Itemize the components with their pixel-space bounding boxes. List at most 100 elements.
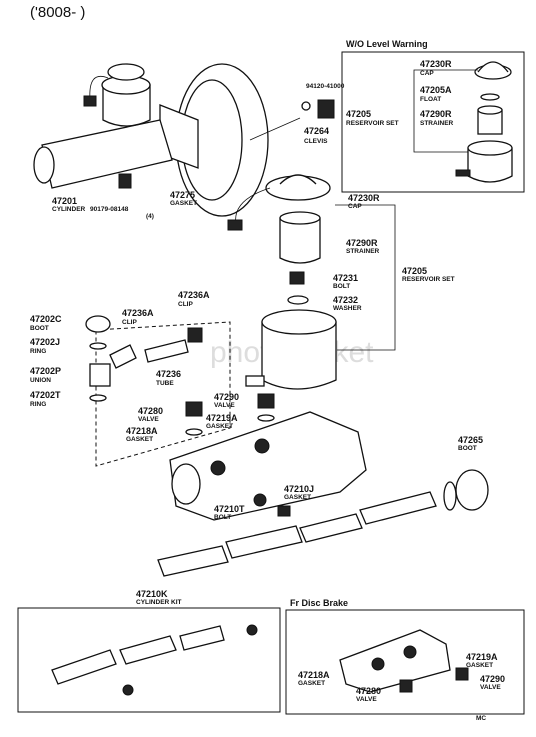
clevis-nut — [301, 101, 311, 111]
union-part — [89, 363, 111, 387]
svg-text:RESERVOIR SET: RESERVOIR SET — [402, 276, 455, 283]
svg-text:RING: RING — [30, 348, 46, 355]
svg-text:47290: 47290 — [480, 674, 505, 684]
svg-text:CAP: CAP — [348, 203, 362, 210]
svg-text:47231: 47231 — [333, 273, 358, 283]
disc-brake-box: Fr Disc Brake 47219A GASKET 47290 VALVE … — [285, 598, 525, 722]
svg-text:47205: 47205 — [346, 109, 371, 119]
svg-text:CYLINDER KIT: CYLINDER KIT — [136, 599, 182, 606]
reservoir-set: 47230R CAP 47290R STRAINER 47231 BOLT 47… — [227, 174, 455, 390]
svg-text:BOLT: BOLT — [214, 514, 231, 521]
cylinder-housing — [169, 411, 367, 521]
svg-text:VALVE: VALVE — [356, 696, 377, 703]
svg-text:47202P: 47202P — [30, 366, 61, 376]
svg-text:47290R: 47290R — [420, 109, 452, 119]
svg-text:47218A: 47218A — [126, 426, 158, 436]
svg-text:47218A: 47218A — [298, 670, 330, 680]
svg-text:47275: 47275 — [170, 190, 195, 200]
svg-text:WASHER: WASHER — [333, 305, 362, 312]
svg-text:UNION: UNION — [30, 377, 51, 384]
svg-text:47265: 47265 — [458, 435, 483, 445]
svg-text:GASKET: GASKET — [170, 200, 197, 207]
boot2-part — [455, 469, 489, 511]
level-warning-inset: W/O Level Warning 47230R CAP 47205A FLOA… — [341, 39, 525, 193]
svg-text:CLIP: CLIP — [178, 301, 193, 308]
gasket3-part — [253, 493, 267, 507]
svg-text:TUBE: TUBE — [156, 380, 174, 387]
svg-text:47236A: 47236A — [178, 290, 210, 300]
svg-text:STRAINER: STRAINER — [420, 120, 454, 127]
cylinder-reservoir — [102, 84, 151, 127]
clip-part — [109, 344, 137, 369]
svg-text:47210J: 47210J — [284, 484, 314, 494]
bolt — [118, 173, 132, 189]
svg-text:47230R: 47230R — [348, 193, 380, 203]
master-cylinder — [41, 119, 173, 189]
svg-text:47290: 47290 — [214, 392, 239, 402]
kit-frame — [17, 607, 281, 713]
svg-text:CLEVIS: CLEVIS — [304, 138, 328, 145]
svg-text:47210T: 47210T — [214, 504, 245, 514]
clip2-part — [187, 327, 203, 343]
svg-text:47202J: 47202J — [30, 337, 60, 347]
svg-text:47201: 47201 — [52, 196, 77, 206]
ring2-part — [89, 394, 107, 402]
svg-text:VALVE: VALVE — [480, 684, 501, 691]
valve-part — [185, 401, 203, 417]
svg-text:VALVE: VALVE — [138, 416, 159, 423]
svg-text:47219A: 47219A — [206, 413, 238, 423]
svg-text:47290R: 47290R — [346, 238, 378, 248]
svg-text:FLOAT: FLOAT — [420, 96, 441, 103]
svg-text:47264: 47264 — [304, 126, 329, 136]
svg-text:VALVE: VALVE — [214, 402, 235, 409]
date-code: ('8008- ) — [30, 4, 85, 21]
valve2-part — [257, 393, 275, 409]
svg-text:RING: RING — [30, 401, 46, 408]
svg-text:47280: 47280 — [356, 686, 381, 696]
svg-text:47202C: 47202C — [30, 314, 62, 324]
svg-text:BOLT: BOLT — [333, 283, 350, 290]
svg-text:GASKET: GASKET — [206, 423, 233, 430]
svg-text:CLIP: CLIP — [122, 319, 137, 326]
svg-text:GASKET: GASKET — [466, 662, 493, 669]
inset-frame — [341, 51, 525, 193]
svg-text:47205A: 47205A — [420, 85, 452, 95]
svg-text:47219A: 47219A — [466, 652, 498, 662]
svg-text:47280: 47280 — [138, 406, 163, 416]
svg-text:CAP: CAP — [420, 70, 434, 77]
clevis — [317, 99, 335, 119]
bolt3-part — [277, 505, 291, 517]
svg-text:GASKET: GASKET — [284, 494, 311, 501]
inset-float — [480, 93, 500, 101]
svg-text:MC: MC — [476, 715, 486, 722]
svg-text:CYLINDER: CYLINDER — [52, 206, 86, 213]
tube-assembly: 47202C BOOT 47202J RING 47202P UNION 472… — [30, 290, 231, 467]
washer — [287, 295, 309, 305]
svg-text:47210K: 47210K — [136, 589, 168, 599]
inset-title: W/O Level Warning — [346, 39, 428, 49]
svg-text:BOOT: BOOT — [458, 445, 477, 452]
upper-assembly: 94120-41000 47264 CLEVIS 47201 CYLINDER … — [33, 63, 345, 220]
svg-text:RESERVOIR SET: RESERVOIR SET — [346, 120, 399, 127]
svg-text:GASKET: GASKET — [298, 680, 325, 687]
svg-text:47205: 47205 — [402, 266, 427, 276]
svg-text:90179-08148: 90179-08148 — [90, 206, 129, 213]
svg-text:BOOT: BOOT — [30, 325, 49, 332]
svg-text:(4): (4) — [146, 213, 154, 220]
reservoir-bolt — [289, 271, 305, 285]
svg-text:47236: 47236 — [156, 369, 181, 379]
svg-text:47230R: 47230R — [420, 59, 452, 69]
svg-text:GASKET: GASKET — [126, 436, 153, 443]
svg-text:47236A: 47236A — [122, 308, 154, 318]
tube-part — [144, 339, 189, 363]
svg-text:94120-41000: 94120-41000 — [306, 83, 345, 90]
reservoir-strainer — [279, 217, 321, 264]
boot-part — [85, 315, 111, 333]
cylinder-kit-box: 47210K CYLINDER KIT — [17, 589, 281, 713]
inset-cap-dome — [477, 61, 509, 73]
svg-text:47202T: 47202T — [30, 390, 61, 400]
disc-frame — [285, 609, 525, 715]
ring-part — [89, 342, 107, 350]
